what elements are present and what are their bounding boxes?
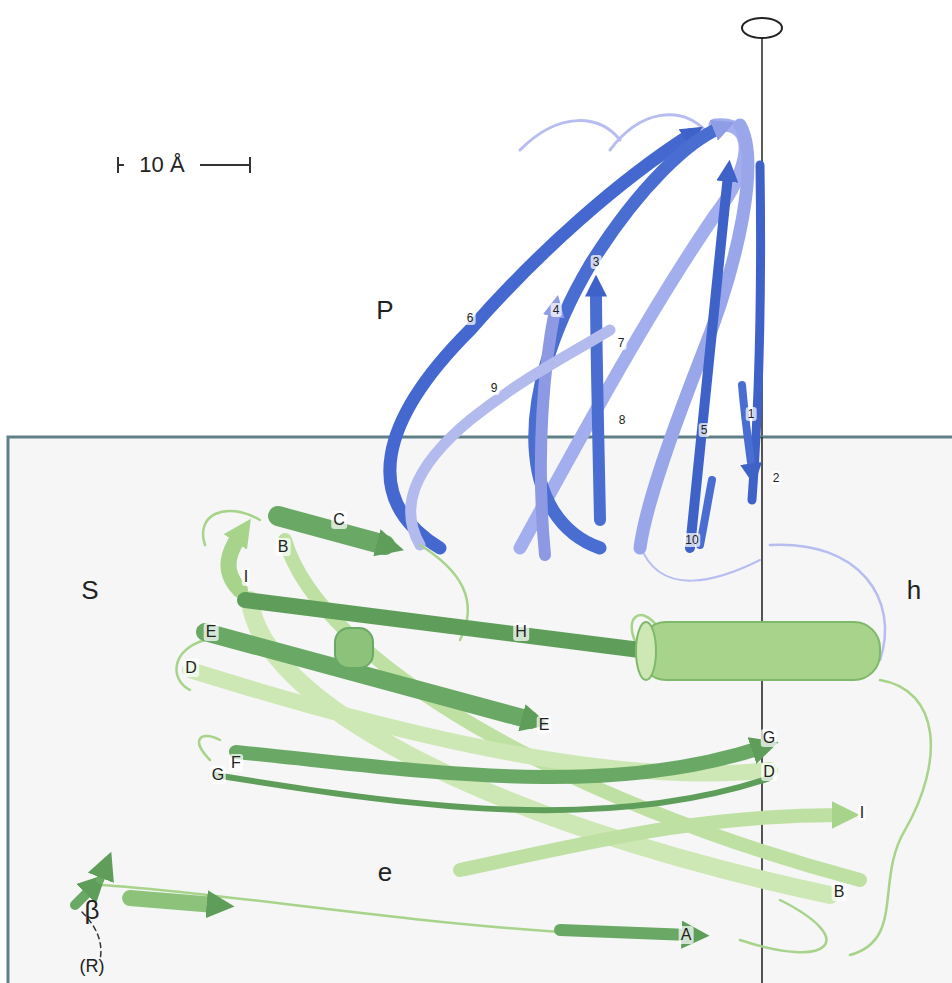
scale-bar-label: 10 Å — [139, 154, 184, 176]
strand-letter: E — [537, 716, 552, 734]
strand-letter: A — [679, 926, 694, 944]
strand-letter: D — [761, 763, 777, 781]
strand-number: 7 — [616, 336, 627, 350]
strand-number: 6 — [465, 311, 476, 325]
strand-letter: B — [276, 538, 291, 556]
strand-letter: E — [204, 623, 219, 641]
strand-number: 1 — [746, 407, 757, 421]
region-label: β — [85, 897, 100, 923]
strand-letter: I — [858, 804, 866, 822]
strand-number: 8 — [617, 413, 628, 427]
strand-letter: B — [832, 883, 847, 901]
strand-letter: F — [229, 754, 243, 772]
strand-letter: H — [513, 623, 529, 641]
region-label: h — [907, 577, 921, 603]
strand-letter: D — [183, 659, 199, 677]
strand-number: 9 — [489, 381, 500, 395]
domain-label: S — [81, 577, 98, 603]
strand-number: 2 — [771, 471, 782, 485]
domain-label: P — [376, 297, 393, 323]
strand-letter: G — [210, 766, 226, 784]
strand-letter: C — [331, 511, 347, 529]
terminus-label: (R) — [80, 957, 105, 975]
strand-letter: I — [242, 568, 250, 586]
strand-number: 4 — [551, 303, 562, 317]
strand-number: 3 — [591, 255, 602, 269]
strand-number: 5 — [699, 423, 710, 437]
strand-letter: G — [761, 729, 777, 747]
region-label: e — [378, 859, 392, 885]
strand-number: 10 — [683, 533, 700, 547]
